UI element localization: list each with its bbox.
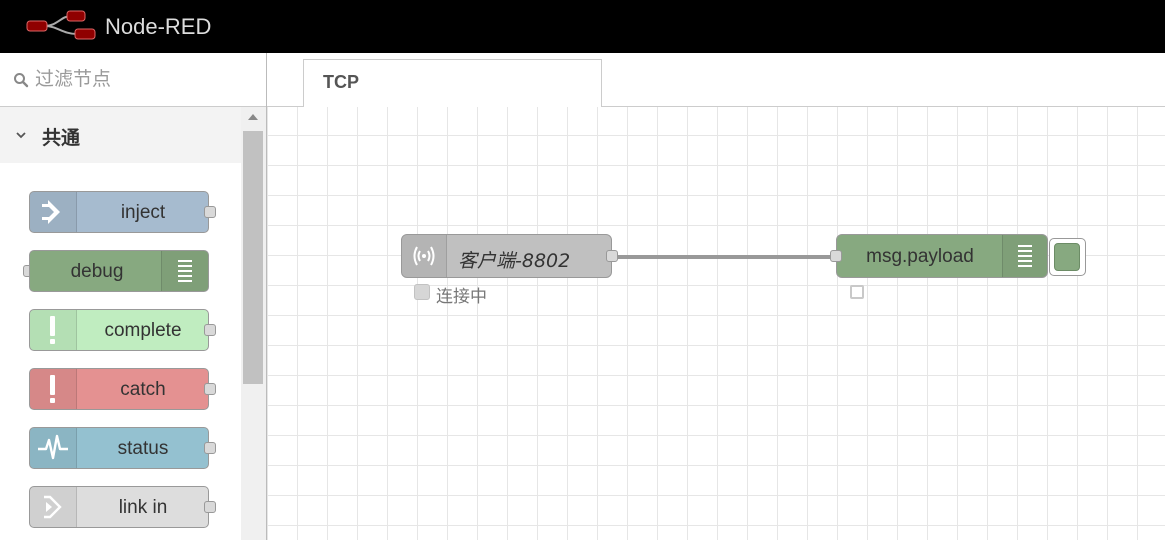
tcp-client-node[interactable]: 客户端-8802 <box>401 234 612 278</box>
filter-nodes-input[interactable] <box>35 65 255 93</box>
palette-filter <box>0 53 266 107</box>
palette-node-label: complete <box>104 320 182 341</box>
debug-toggle-button[interactable] <box>1054 243 1080 271</box>
flow-wire[interactable] <box>618 255 837 259</box>
category-header-common[interactable]: 共通 <box>0 107 241 163</box>
debug-status-box <box>850 285 864 299</box>
category-label: 共通 <box>42 127 81 149</box>
app-title: Node-RED <box>105 14 212 39</box>
palette-node-link-in[interactable]: link in <box>29 486 209 528</box>
output-port[interactable] <box>204 501 216 513</box>
chevron-down-icon <box>16 132 26 139</box>
palette-node-inject[interactable]: inject <box>29 191 209 233</box>
debug-list-icon <box>1002 235 1047 277</box>
pulse-icon <box>30 428 77 468</box>
link-in-icon <box>30 487 77 527</box>
scroll-thumb[interactable] <box>243 131 263 384</box>
node-red-logo-icon <box>26 10 96 40</box>
workspace-tabs: TCP <box>267 53 1165 107</box>
node-palette: 共通 inject debug <box>0 53 267 540</box>
inject-arrow-icon <box>30 192 77 232</box>
palette-node-label: inject <box>120 202 166 223</box>
debug-node[interactable]: msg.payload <box>836 234 1048 278</box>
debug-node-label: msg.payload <box>866 246 974 267</box>
palette-node-debug[interactable]: debug <box>29 250 209 292</box>
tcp-status-text: 连接中 <box>436 287 487 307</box>
tcp-status-dot <box>414 284 430 300</box>
output-port[interactable] <box>204 324 216 336</box>
tcp-signal-icon <box>402 235 447 277</box>
palette-node-label: debug <box>70 261 124 282</box>
tcp-output-port[interactable] <box>606 250 618 262</box>
flow-workspace[interactable]: 客户端-8802 连接中 msg.payload <box>267 107 1165 540</box>
palette-node-label: status <box>117 438 169 459</box>
search-icon <box>14 73 29 88</box>
palette-node-label: catch <box>120 379 166 400</box>
tcp-node-label: 客户端-8802 <box>458 250 571 272</box>
palette-node-catch[interactable]: catch <box>29 368 209 410</box>
output-port[interactable] <box>204 442 216 454</box>
output-port[interactable] <box>204 383 216 395</box>
debug-list-icon <box>161 251 208 291</box>
scroll-up-arrow-icon[interactable] <box>248 114 258 120</box>
output-port[interactable] <box>204 206 216 218</box>
exclamation-icon <box>30 310 77 350</box>
tab-label: TCP <box>323 72 359 92</box>
exclamation-icon <box>30 369 77 409</box>
app-header: Node-RED <box>0 0 1165 53</box>
palette-node-status[interactable]: status <box>29 427 209 469</box>
tab-tcp[interactable]: TCP <box>303 59 602 107</box>
palette-node-complete[interactable]: complete <box>29 309 209 351</box>
palette-node-label: link in <box>118 497 168 518</box>
debug-input-port[interactable] <box>830 250 842 262</box>
palette-scrollbar[interactable] <box>241 107 266 540</box>
